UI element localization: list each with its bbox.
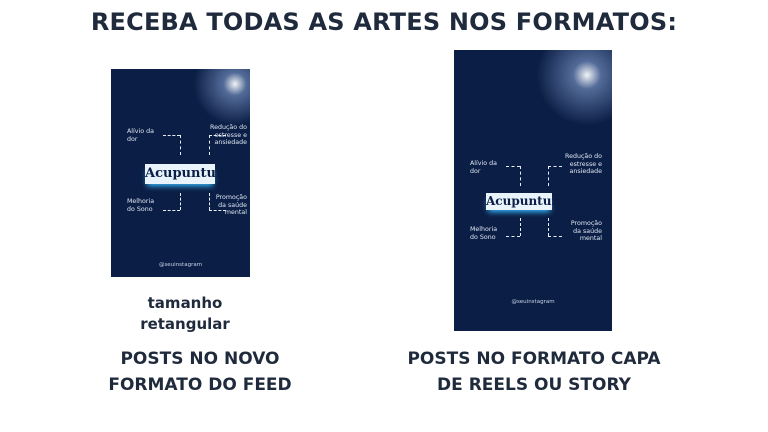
caption-line: FORMATO DO FEED (108, 375, 292, 395)
story-format-preview: Alívio da dor Redução do estresse e ansi… (454, 50, 612, 331)
page-title: RECEBA TODAS AS ARTES NOS FORMATOS: (90, 8, 678, 36)
item-health: Promoção da saúde mental (570, 220, 602, 243)
card-title: Acupuntura (145, 164, 231, 184)
item-sleep: Melhoria do Sono (470, 226, 498, 241)
light-glow (532, 50, 612, 130)
item-relief: Alívio da dor (470, 160, 497, 175)
card-title: Acupuntura (486, 193, 566, 210)
light-glow (190, 69, 250, 129)
item-stress: Redução do estresse e ansiedade (565, 153, 602, 176)
instagram-handle: @seuinstagram (511, 299, 555, 305)
item-sleep: Melhoria do Sono (127, 198, 155, 213)
caption-line: POSTS NO FORMATO CAPA (407, 349, 661, 369)
instagram-handle: @seuinstagram (158, 262, 203, 268)
caption-line: DE REELS OU STORY (437, 375, 631, 395)
feed-caption: POSTS NO NOVO FORMATO DO FEED (70, 346, 330, 398)
item-stress: Redução do estresse e ansiedade (210, 124, 247, 147)
item-health: Promoção da saúde mental (215, 194, 247, 217)
caption-line: POSTS NO NOVO (120, 349, 280, 369)
feed-format-preview: Alívio da dor Redução do estresse e ansi… (111, 69, 250, 277)
item-relief: Alívio da dor (127, 128, 154, 143)
size-note: tamanho retangular (140, 294, 230, 333)
story-caption: POSTS NO FORMATO CAPA DE REELS OU STORY (384, 346, 684, 398)
